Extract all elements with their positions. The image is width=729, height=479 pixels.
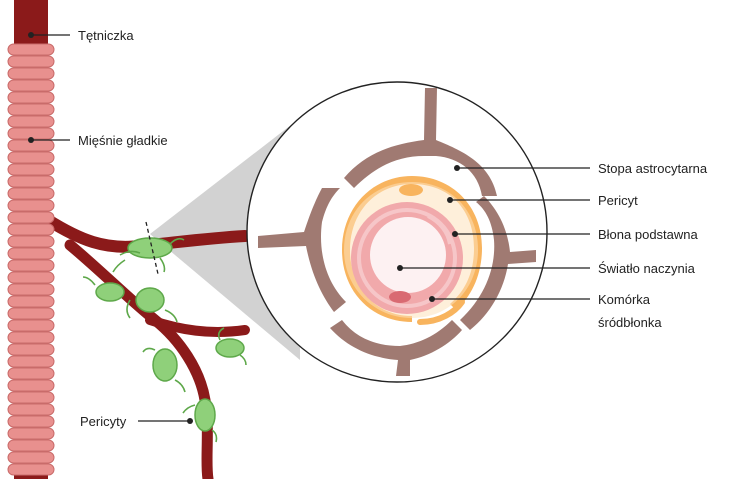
smooth-muscle-ring xyxy=(8,356,54,367)
smooth-muscle-ring xyxy=(8,164,54,175)
label-endothelial-cell-line1: Komórka xyxy=(598,292,651,307)
label-artery: Tętniczka xyxy=(78,28,134,43)
smooth-muscle-ring xyxy=(8,464,54,475)
smooth-muscle-ring xyxy=(8,428,54,439)
label-basement-membrane: Błona podstawna xyxy=(598,227,699,242)
smooth-muscle-ring xyxy=(8,80,54,91)
smooth-muscle-ring xyxy=(8,344,54,355)
smooth-muscle-ring xyxy=(8,104,54,115)
smooth-muscle-ring xyxy=(8,56,54,67)
smooth-muscle-ring xyxy=(8,380,54,391)
smooth-muscle-ring xyxy=(8,44,54,55)
smooth-muscle-ring xyxy=(8,392,54,403)
smooth-muscle-ring xyxy=(8,404,54,415)
smooth-muscle-ring xyxy=(8,236,54,247)
smooth-muscle-ring xyxy=(8,200,54,211)
smooth-muscle-ring xyxy=(8,368,54,379)
label-lumen: Światło naczynia xyxy=(598,261,696,276)
smooth-muscle-ring xyxy=(8,152,54,163)
smooth-muscle-ring xyxy=(8,332,54,343)
smooth-muscle-ring xyxy=(8,284,54,295)
smooth-muscle-ring xyxy=(8,248,54,259)
smooth-muscle-ring xyxy=(8,116,54,127)
label-astrocyte-foot: Stopa astrocytarna xyxy=(598,161,708,176)
smooth-muscle-ring xyxy=(8,416,54,427)
smooth-muscle-ring xyxy=(8,440,54,451)
smooth-muscle-ring xyxy=(8,92,54,103)
smooth-muscle-ring xyxy=(8,224,54,235)
endothelial-nucleus xyxy=(389,291,411,303)
label-pericyte: Pericyt xyxy=(598,193,638,208)
smooth-muscle-ring xyxy=(8,260,54,271)
smooth-muscle-ring xyxy=(8,68,54,79)
label-smooth-muscle: Mięśnie gładkie xyxy=(78,133,168,148)
label-pericytes: Pericyty xyxy=(80,414,127,429)
smooth-muscle-ring xyxy=(8,212,54,223)
smooth-muscle-ring xyxy=(8,320,54,331)
smooth-muscle-rings xyxy=(8,44,54,475)
vessel-lumen xyxy=(370,217,446,293)
smooth-muscle-ring xyxy=(8,176,54,187)
label-endothelial-cell-line2: śródbłonka xyxy=(598,315,662,330)
smooth-muscle-ring xyxy=(8,188,54,199)
smooth-muscle-ring xyxy=(8,308,54,319)
smooth-muscle-ring xyxy=(8,272,54,283)
smooth-muscle-ring xyxy=(8,296,54,307)
smooth-muscle-ring xyxy=(8,452,54,463)
